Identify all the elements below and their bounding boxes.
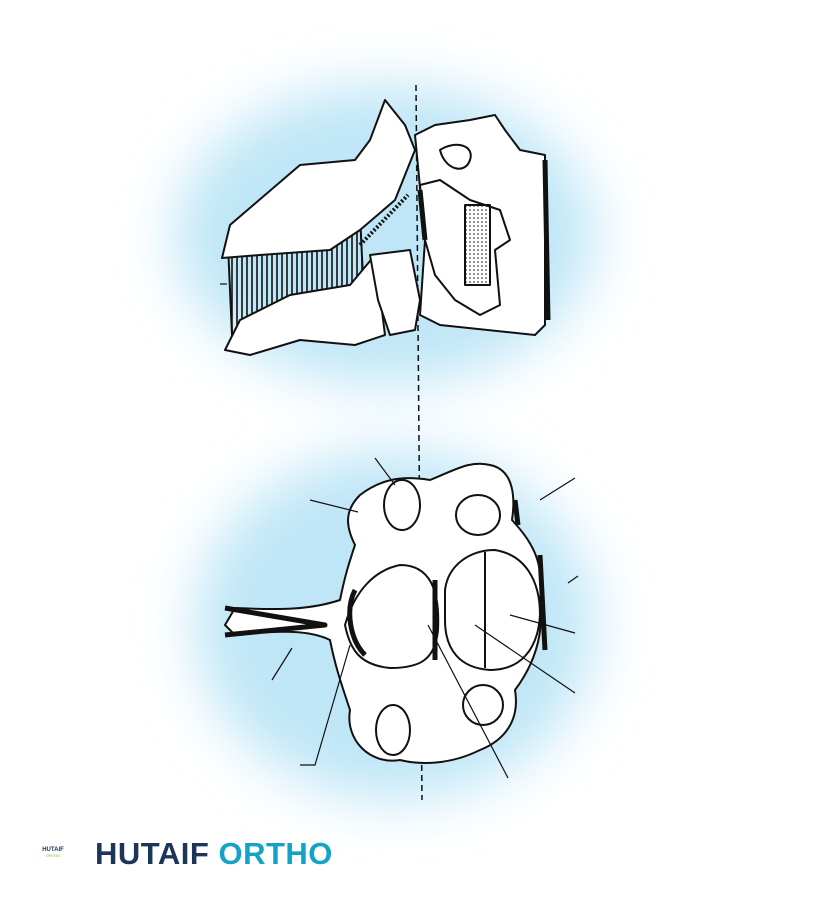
logo-text: HUTAIF bbox=[42, 847, 64, 853]
logo-subtext: ORTHO bbox=[45, 853, 61, 858]
brand-logo: HUTAIF ORTHO bbox=[40, 835, 66, 865]
axial-view bbox=[224, 462, 548, 764]
lateral-view bbox=[221, 99, 551, 356]
brand-name-part1: HUTAIF bbox=[95, 836, 210, 871]
brand-name-part2: ORTHO bbox=[218, 836, 333, 871]
brand-name: HUTAIF ORTHO bbox=[95, 836, 333, 872]
leader-lines bbox=[220, 283, 579, 779]
